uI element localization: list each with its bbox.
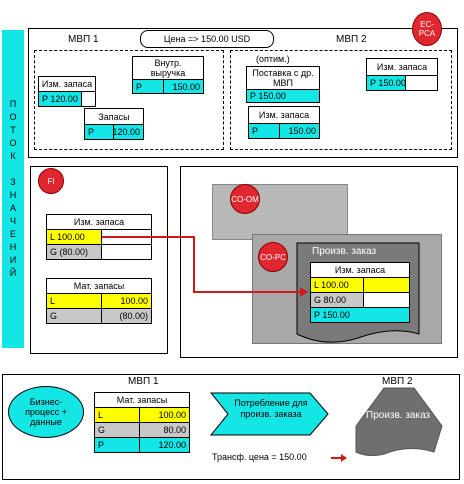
- top-mvp1-label: МВП 1: [68, 34, 99, 45]
- top-mvp2-label: МВП 2: [336, 34, 367, 45]
- side-letter: О: [9, 112, 17, 122]
- mvp2-pyramid: [355, 387, 443, 456]
- bottom-mvp2-label: МВП 2: [382, 376, 413, 387]
- bottom-row-value: 100.00: [139, 407, 190, 423]
- side-letter: О: [9, 138, 17, 148]
- postavka-value: P 150.00: [246, 89, 320, 103]
- bottom-row-value: 80.00: [139, 422, 190, 438]
- fi-mat-r2-label: G: [46, 308, 102, 324]
- bottom-mat-title: Мат. запасы: [94, 392, 190, 408]
- side-letter: Ч: [10, 216, 16, 226]
- fi-mat-r2-value: (80.00): [101, 308, 152, 324]
- bottom-order-label: Произв. заказ: [366, 410, 431, 421]
- mvp2-area: [230, 50, 452, 150]
- co-order-title: Произв. заказ: [312, 246, 377, 257]
- side-letter: А: [9, 203, 16, 213]
- izm-right-blank: [405, 75, 438, 91]
- co-row3: P 150.00: [310, 307, 410, 323]
- izm-mid-p: P: [248, 123, 280, 139]
- side-letter: И: [9, 255, 17, 265]
- co-pc-badge: CO-PC: [258, 242, 288, 272]
- transfer-price-label: Трансф. цена = 150.00: [212, 452, 307, 462]
- mvp1-area: [34, 50, 224, 150]
- side-letter: Й: [9, 268, 17, 278]
- fi-badge: FI: [38, 168, 64, 194]
- fi-izm-row2: G (80.00): [46, 244, 102, 260]
- vnutr-value: 150.00: [163, 79, 204, 94]
- fi-izm-row2-blank: [101, 244, 152, 260]
- side-letter: П: [9, 99, 17, 109]
- bottom-mvp1-label: МВП 1: [128, 376, 159, 387]
- izm-left-blank: [81, 91, 96, 107]
- consumption-label: Потребление для произв. заказа: [234, 398, 308, 419]
- izm-right-value: P 150.00: [366, 75, 406, 91]
- bottom-row-label: P: [94, 437, 140, 453]
- consumption-arrow: [210, 392, 329, 436]
- bottom-row-value: 120.00: [139, 437, 190, 453]
- price-banner: Цена => 150.00 USD: [140, 30, 274, 48]
- vnutr-title: Внутр. выручка: [132, 56, 204, 80]
- side-letter: Н: [9, 190, 17, 200]
- side-letter: Е: [9, 229, 16, 239]
- bottom-row-label: L: [94, 407, 140, 423]
- zapasy-value: 120.00: [113, 124, 144, 140]
- optim-label: (оптим.): [256, 54, 290, 64]
- side-letter: Т: [10, 125, 16, 135]
- ec-pca-badge: EC-PCA: [412, 12, 442, 46]
- side-letter: З: [10, 177, 16, 187]
- transfer-arrow-icon: [331, 454, 347, 462]
- process-ellipse: Бизнес-процесс + данные: [8, 386, 84, 438]
- izm-mid-value: 150.00: [279, 123, 320, 139]
- co-om-badge: CO-OM: [230, 184, 260, 214]
- zapasy-p: P: [84, 124, 114, 140]
- side-letter: К: [10, 151, 16, 161]
- bottom-row-label: G: [94, 422, 140, 438]
- side-letter: Н: [9, 242, 17, 252]
